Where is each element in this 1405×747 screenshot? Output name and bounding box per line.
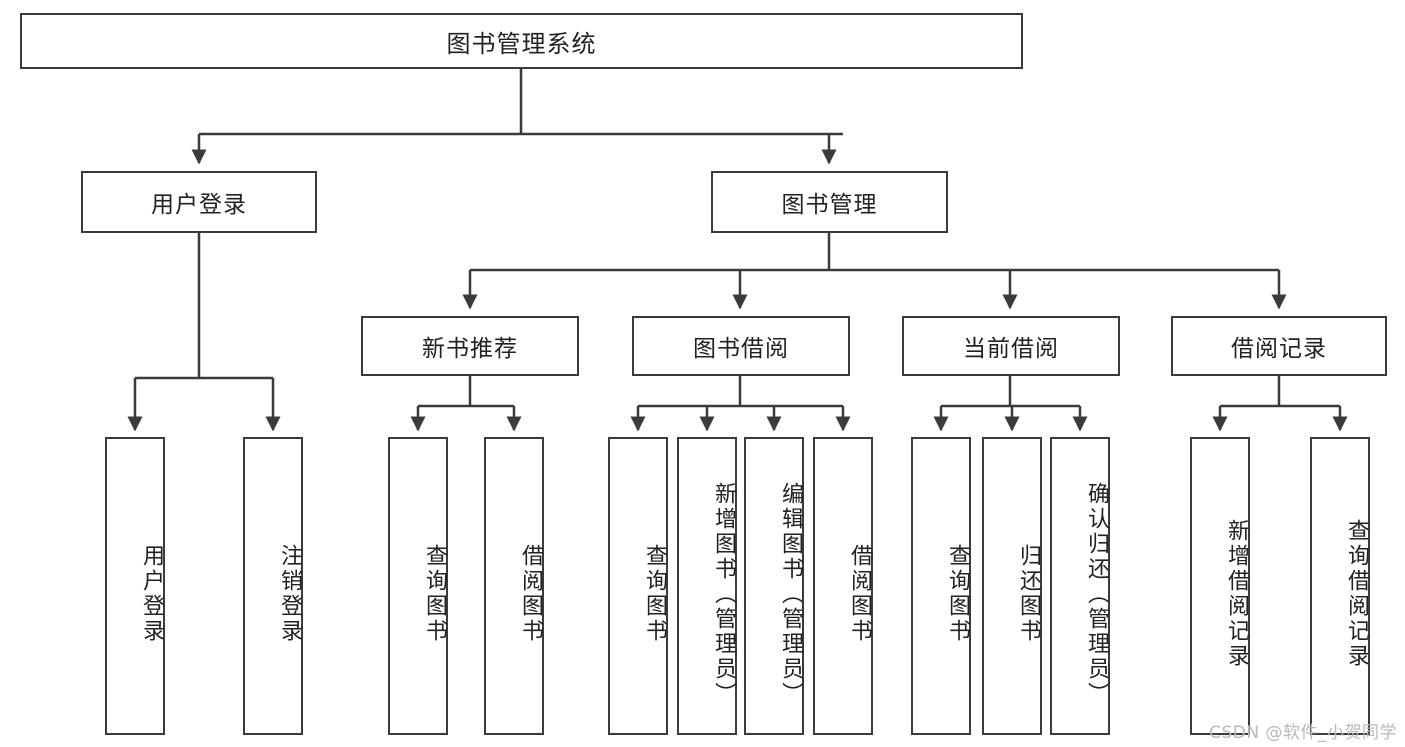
node-user-login-leaf[interactable]: 用户登录 bbox=[105, 437, 165, 735]
node-new-book-recommend[interactable]: 新书推荐 bbox=[361, 316, 579, 376]
node-borrow-book-recommend[interactable]: 借阅图书 bbox=[484, 437, 544, 735]
node-query-book-recommend[interactable]: 查询图书 bbox=[388, 437, 448, 735]
node-borrow-book-recommend-label: 借阅图书 bbox=[518, 544, 543, 644]
node-logout-login-leaf-label: 注销登录 bbox=[277, 544, 302, 644]
node-confirm-return-admin-label: 确认归还（管理员） bbox=[1084, 481, 1109, 707]
node-root[interactable]: 图书管理系统 bbox=[20, 13, 1023, 69]
node-query-book-recommend-label: 查询图书 bbox=[422, 544, 447, 644]
node-query-book-current[interactable]: 查询图书 bbox=[911, 437, 971, 735]
node-query-book-current-label: 查询图书 bbox=[945, 544, 970, 644]
node-query-book-borrow[interactable]: 查询图书 bbox=[608, 437, 668, 735]
node-book-management[interactable]: 图书管理 bbox=[711, 171, 948, 233]
node-borrow-book[interactable]: 借阅图书 bbox=[813, 437, 873, 735]
node-user-login[interactable]: 用户登录 bbox=[81, 171, 317, 233]
watermark: CSDN @软件_小贺同学 bbox=[1209, 723, 1397, 743]
node-book-borrow[interactable]: 图书借阅 bbox=[632, 316, 850, 376]
node-current-borrow[interactable]: 当前借阅 bbox=[902, 316, 1120, 376]
node-borrow-record[interactable]: 借阅记录 bbox=[1171, 316, 1387, 376]
node-query-book-borrow-label: 查询图书 bbox=[642, 544, 667, 644]
node-return-book[interactable]: 归还图书 bbox=[982, 437, 1042, 735]
node-add-borrow-record-label: 新增借阅记录 bbox=[1224, 519, 1249, 669]
node-user-login-label: 用户登录 bbox=[151, 192, 247, 218]
node-query-borrow-record-label: 查询借阅记录 bbox=[1344, 519, 1369, 669]
node-book-borrow-label: 图书借阅 bbox=[693, 336, 789, 362]
node-query-borrow-record[interactable]: 查询借阅记录 bbox=[1310, 437, 1370, 735]
node-add-borrow-record[interactable]: 新增借阅记录 bbox=[1190, 437, 1250, 735]
node-edit-book-admin[interactable]: 编辑图书（管理员） bbox=[744, 437, 804, 735]
node-borrow-book-label: 借阅图书 bbox=[847, 544, 872, 644]
node-root-label: 图书管理系统 bbox=[446, 29, 597, 58]
node-logout-login-leaf[interactable]: 注销登录 bbox=[243, 437, 303, 735]
node-new-book-recommend-label: 新书推荐 bbox=[422, 336, 518, 362]
node-confirm-return-admin[interactable]: 确认归还（管理员） bbox=[1050, 437, 1110, 735]
node-add-book-admin[interactable]: 新增图书（管理员） bbox=[677, 437, 737, 735]
node-user-login-leaf-label: 用户登录 bbox=[139, 544, 164, 644]
node-borrow-record-label: 借阅记录 bbox=[1231, 336, 1327, 362]
node-current-borrow-label: 当前借阅 bbox=[963, 336, 1059, 362]
node-return-book-label: 归还图书 bbox=[1016, 544, 1041, 644]
node-book-management-label: 图书管理 bbox=[781, 192, 878, 218]
node-add-book-admin-label: 新增图书（管理员） bbox=[711, 481, 736, 707]
node-edit-book-admin-label: 编辑图书（管理员） bbox=[778, 481, 803, 707]
